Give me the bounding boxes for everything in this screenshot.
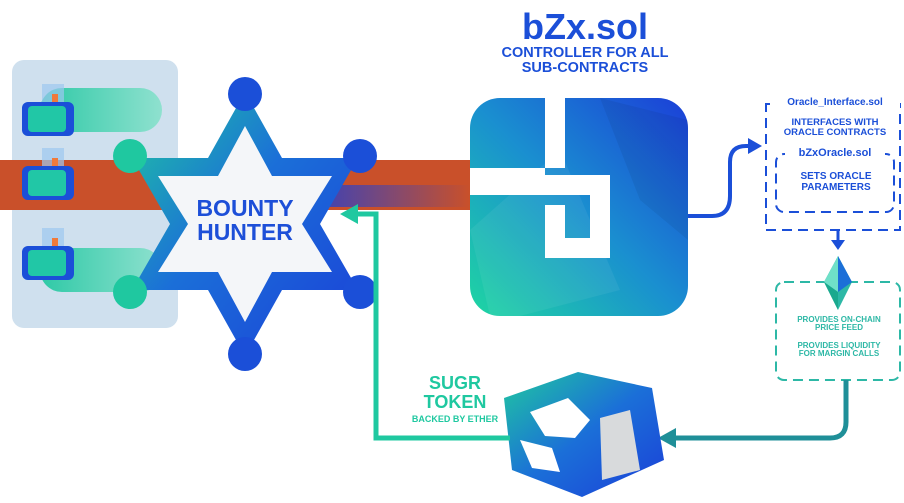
chainlink-gem-icon bbox=[824, 256, 852, 310]
bzx-oracle-desc-line: PARAMETERS bbox=[801, 181, 871, 193]
bzx-subtitle-line: SUB-CONTRACTS bbox=[521, 60, 649, 77]
bzx-subtitle-line: CONTROLLER FOR ALL bbox=[501, 45, 669, 61]
sugr-line: TOKEN bbox=[423, 391, 487, 412]
oracle-desc-line: INTERFACES WITH bbox=[791, 117, 879, 128]
sugr-token-cube-icon bbox=[504, 372, 664, 497]
feed-line: PROVIDES ON-CHAIN bbox=[797, 315, 881, 324]
arrow-head-icon bbox=[831, 240, 845, 250]
feed-line: FOR MARGIN CALLS bbox=[798, 349, 880, 359]
sugr-token-sublabel: BACKED BY ETHER bbox=[411, 414, 499, 424]
feed-line: PROVIDES LIQUIDITY bbox=[797, 341, 881, 350]
oracle-interface-desc: INTERFACES WITH ORACLE CONTRACTS bbox=[768, 118, 902, 138]
wallet-icon bbox=[22, 148, 74, 200]
arrow-head-icon bbox=[658, 428, 676, 448]
feed-line: PRICE FEED bbox=[814, 323, 863, 333]
bounty-line: HUNTER bbox=[197, 219, 293, 246]
oracle-desc-line: ORACLE CONTRACTS bbox=[783, 126, 887, 138]
arrow-to-bounty-hunter bbox=[356, 211, 510, 441]
price-feed-label: PROVIDES ON-CHAIN PRICE FEED bbox=[776, 315, 902, 333]
sugr-line: SUGR bbox=[428, 373, 481, 393]
sugr-token-label: SUGR TOKEN bbox=[395, 374, 515, 412]
connection-band-highlight bbox=[300, 185, 470, 207]
bzx-subtitle: CONTROLLER FOR ALL SUB-CONTRACTS bbox=[455, 45, 715, 77]
bounty-line: BOUNTY bbox=[196, 195, 294, 221]
bzx-logo-block-icon bbox=[470, 98, 688, 316]
bounty-hunter-label: BOUNTY HUNTER bbox=[170, 196, 320, 244]
arrow-to-oracle bbox=[688, 144, 752, 218]
arrow-head-icon bbox=[748, 138, 762, 154]
oracle-interface-title: Oracle_Interface.sol bbox=[770, 97, 900, 109]
bzx-oracle-title: bZxOracle.sol bbox=[785, 147, 885, 160]
arrow-head-icon bbox=[340, 204, 358, 224]
arrow-to-sugr bbox=[672, 380, 849, 441]
wallet-icon bbox=[22, 228, 74, 280]
bounty-hunter-star-icon bbox=[113, 77, 377, 371]
bzx-title: bZx.sol bbox=[521, 6, 649, 47]
liquidity-label: PROVIDES LIQUIDITY FOR MARGIN CALLS bbox=[776, 341, 902, 359]
bzx-oracle-desc: SETS ORACLE PARAMETERS bbox=[778, 171, 894, 193]
wallet-icon bbox=[22, 84, 74, 136]
bzx-oracle-desc-line: SETS ORACLE bbox=[800, 171, 872, 182]
